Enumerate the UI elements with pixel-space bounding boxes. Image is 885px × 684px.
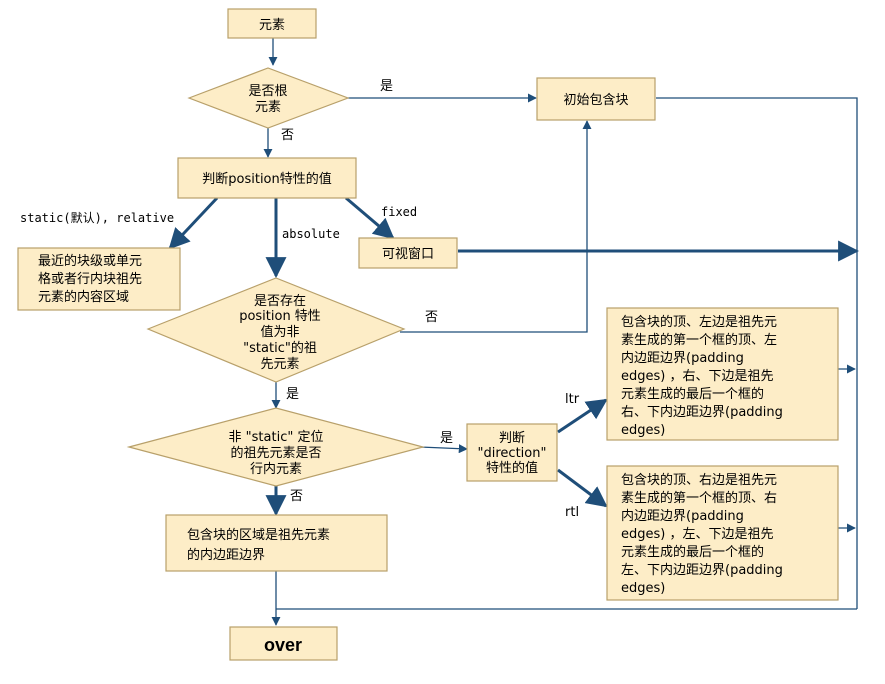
viewport-label: 可视窗口: [382, 246, 434, 262]
node-is-root: [187, 67, 350, 129]
node-padding-area: [165, 514, 388, 572]
rtl-result-line-7: edges): [621, 581, 665, 596]
rtl-result-line-3: 内边距边界(padding: [621, 508, 744, 524]
node-check-position: [177, 157, 357, 199]
edge-fixed: [345, 196, 395, 240]
edge-initial-to-rail: [656, 97, 858, 609]
edge-label-ancestor-yes: 是: [286, 387, 299, 402]
connectors: [168, 38, 860, 626]
is-root-label-2: 元素: [255, 100, 281, 115]
static-result-label-3: 元素的内容区域: [38, 289, 129, 305]
rtl-result-line-2: 素生成的第一个框的顶、右: [621, 490, 777, 506]
node-check-direction: [466, 423, 558, 482]
ancestor-label-2: position 特性: [239, 309, 321, 324]
inline-label-3: 行内元素: [250, 461, 302, 477]
edge-label-inline-yes: 是: [440, 431, 453, 446]
edge-label-absolute: absolute: [282, 227, 340, 241]
edge-ltr: [557, 398, 608, 434]
ancestor-label-5: 先元素: [260, 357, 299, 372]
ancestor-label-4: "static"的祖: [243, 340, 317, 356]
padding-area-line-2: 的内边距边界: [187, 547, 265, 563]
edge-label-root-yes: 是: [380, 79, 393, 94]
ancestor-label-1: 是否存在: [254, 294, 306, 309]
direction-label-3: 特性的值: [486, 460, 538, 476]
end-label: over: [264, 635, 302, 655]
ltr-result-line-1: 包含块的顶、左边是祖先元: [621, 314, 777, 330]
start-label: 元素: [259, 18, 285, 33]
ltr-result-line-6: 右、下内边距边界(padding: [621, 404, 783, 420]
node-has-positioned-ancestor: [146, 277, 406, 383]
initial-block-label: 初始包含块: [563, 92, 628, 108]
rtl-result-line-6: 左、下内边距边界(padding: [621, 562, 783, 578]
node-viewport: [358, 237, 458, 269]
check-position-label: 判断position特性的值: [202, 171, 332, 187]
rtl-result-line-4: edges) ，左、下边是祖先: [621, 527, 773, 542]
padding-area-line-1: 包含块的区域是祖先元素: [187, 527, 330, 543]
edge-rtl: [557, 468, 608, 508]
edge-static-relative: [168, 196, 219, 250]
node-static-result: [17, 247, 181, 311]
node-start: [227, 8, 317, 39]
static-result-label-1: 最近的块级或单元: [38, 253, 142, 269]
edge-ancestor-no: [400, 120, 592, 333]
node-initial-block: [536, 77, 656, 121]
edge-label-static-relative: static(默认), relative: [20, 210, 174, 225]
edge-label-ancestor-no: 否: [425, 310, 438, 325]
node-ltr-result: [606, 307, 839, 441]
inline-label-1: 非 "static" 定位: [229, 430, 324, 445]
ltr-result-line-7: edges): [621, 423, 665, 438]
edge-label-root-no: 否: [281, 128, 294, 143]
rtl-result-line-1: 包含块的顶、右边是祖先元: [621, 472, 777, 488]
is-root-label-1: 是否根: [248, 84, 287, 99]
direction-label-1: 判断: [499, 431, 525, 446]
rtl-result-line-5: 元素生成的最后一个框的: [621, 544, 764, 560]
ltr-result-line-2: 素生成的第一个框的顶、左: [621, 332, 777, 348]
ancestor-label-3: 值为非: [260, 324, 299, 340]
inline-label-2: 的祖先元素是否: [230, 445, 321, 461]
node-end: [229, 626, 338, 661]
ltr-result-line-5: 元素生成的最后一个框的: [621, 386, 764, 402]
node-ancestor-inline: [126, 407, 426, 487]
ltr-result-line-4: edges) ，右、下边是祖先: [621, 369, 773, 384]
node-rtl-result: [606, 465, 839, 601]
ltr-result-line-3: 内边距边界(padding: [621, 350, 744, 366]
direction-label-2: "direction": [478, 446, 547, 461]
edge-label-inline-no: 否: [290, 489, 303, 504]
edge-label-rtl: rtl: [565, 505, 579, 520]
static-result-label-2: 格或者行内块祖先: [38, 271, 142, 287]
edge-label-fixed: fixed: [381, 205, 417, 219]
edge-label-ltr: ltr: [565, 392, 580, 407]
edge-inline-yes: [419, 444, 468, 454]
